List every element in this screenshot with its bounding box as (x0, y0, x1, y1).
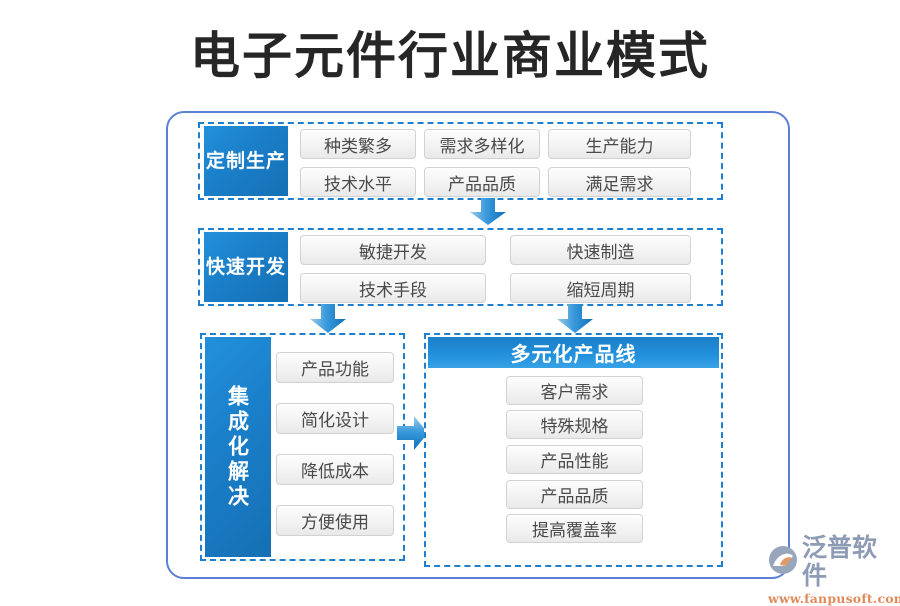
header-diversified-product-line: 多元化产品线 (428, 337, 719, 368)
arrow-right-icon-1 (397, 414, 429, 456)
chip-item[interactable]: 快速制造 (510, 235, 691, 265)
chip-item[interactable]: 敏捷开发 (300, 235, 486, 265)
logo-url-text: www.fanpusoft.com (768, 591, 900, 606)
logo-mark-icon (768, 545, 798, 579)
label-integrated-solution[interactable]: 集成化解决 (205, 337, 271, 557)
chip-item[interactable]: 客户需求 (506, 376, 643, 405)
chip-item[interactable]: 产品性能 (506, 445, 643, 474)
chip-item[interactable]: 简化设计 (276, 403, 394, 434)
brand-logo: 泛普软件 www.fanpusoft.com (768, 534, 900, 606)
arrow-down-icon-2 (306, 304, 350, 338)
label-custom-production[interactable]: 定制 生产 (204, 126, 288, 196)
label-line-2: 开发 (246, 255, 287, 278)
chip-item[interactable]: 降低成本 (276, 454, 394, 485)
arrow-down-icon-3 (553, 304, 597, 338)
arrow-down-icon-1 (466, 198, 510, 230)
logo-row: 泛普软件 (768, 534, 890, 590)
chip-item[interactable]: 需求多样化 (424, 129, 540, 159)
chip-item[interactable]: 缩短周期 (510, 273, 691, 303)
chip-item[interactable]: 方便使用 (276, 505, 394, 536)
page-title: 电子元件行业商业模式 (190, 26, 710, 85)
chip-item[interactable]: 产品品质 (506, 480, 643, 509)
chip-item[interactable]: 技术水平 (300, 167, 416, 197)
logo-brand-text: 泛普软件 (802, 533, 878, 590)
chip-item[interactable]: 产品品质 (424, 167, 540, 197)
chip-item[interactable]: 产品功能 (276, 352, 394, 383)
chip-item[interactable]: 种类繁多 (300, 129, 416, 159)
chip-item[interactable]: 提高覆盖率 (506, 514, 643, 543)
label-line-2: 生产 (246, 149, 287, 172)
label-rapid-development[interactable]: 快速 开发 (204, 232, 288, 302)
chip-item[interactable]: 满足需求 (548, 167, 691, 197)
chip-item[interactable]: 技术手段 (300, 273, 486, 303)
label-line-1: 定制 (205, 149, 246, 172)
chip-item[interactable]: 特殊规格 (506, 410, 643, 439)
label-line-1: 快速 (205, 255, 246, 278)
chip-item[interactable]: 生产能力 (548, 129, 691, 159)
outer-frame (166, 111, 790, 579)
